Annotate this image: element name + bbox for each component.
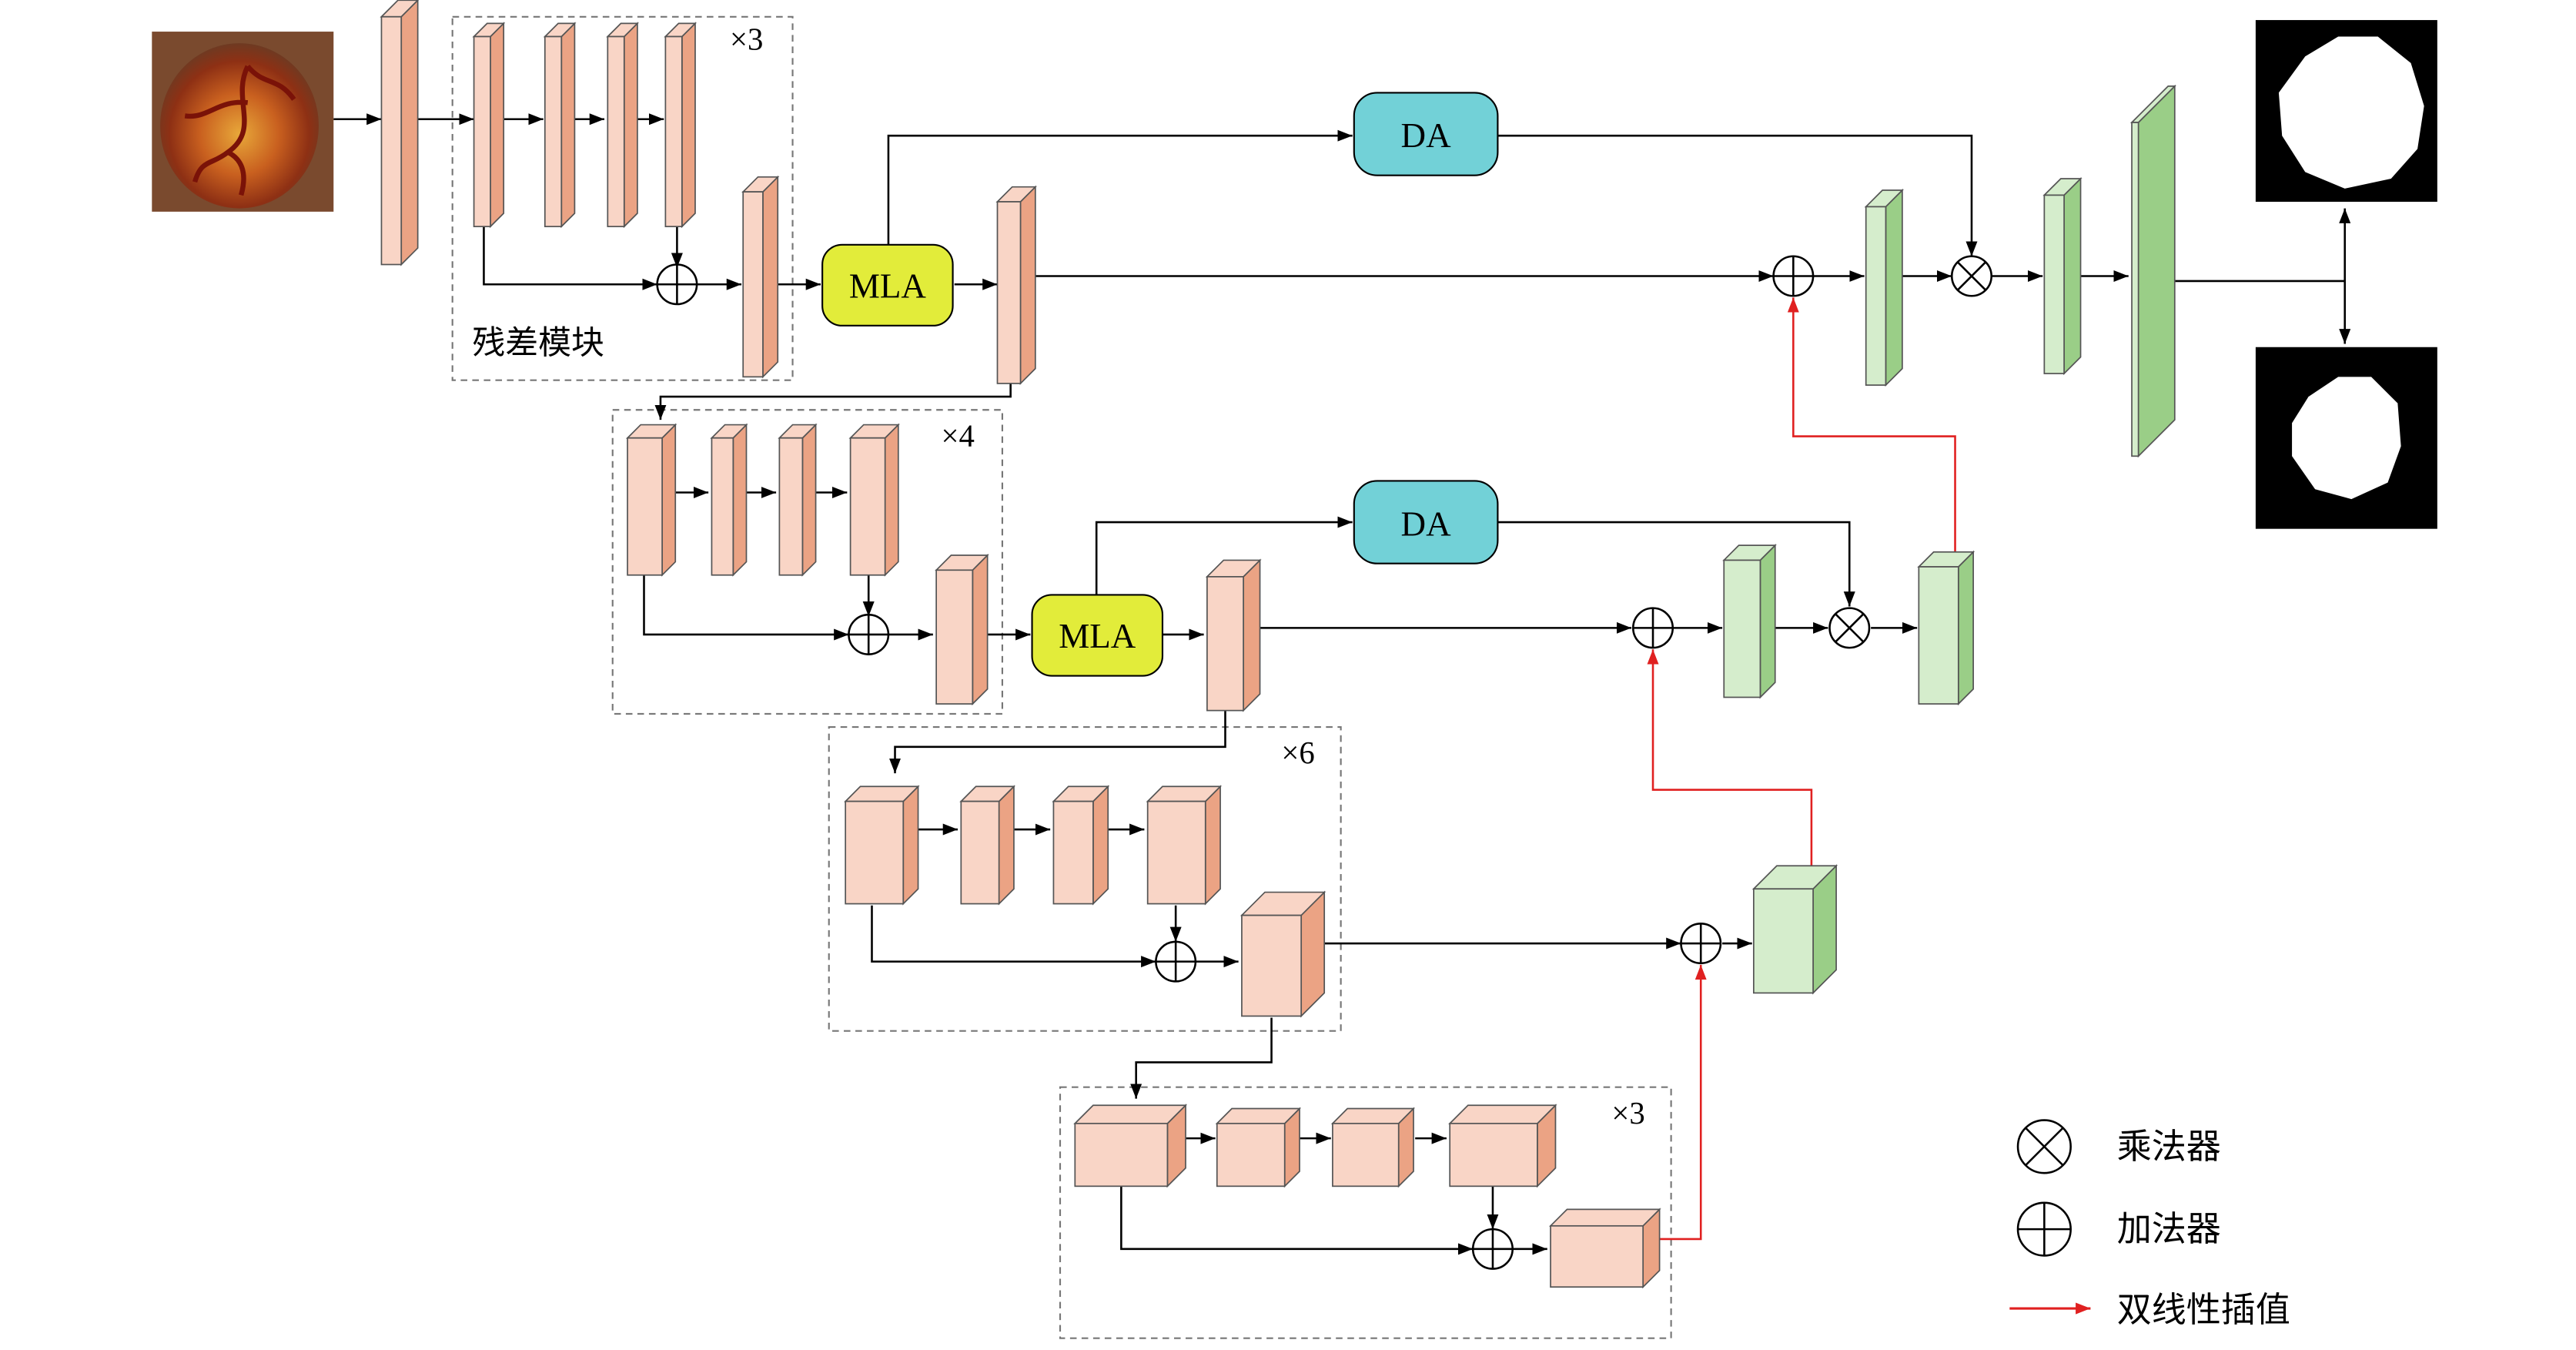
mla-module-2: MLA [1031,594,1164,677]
mla-module-1: MLA [821,243,954,327]
stage1-output-block [741,175,780,379]
stage3-block-a [844,785,920,906]
input-fundus-image [152,32,334,212]
legend-multiply-label: 乘法器 [2117,1126,2221,1167]
stage4-block-d [1448,1104,1557,1188]
legend-add-label: 加法器 [2117,1208,2221,1249]
decoder3-add [1680,923,1722,965]
stage4-output-block [1548,1208,1661,1289]
stage3-block-d [1146,785,1223,906]
stage4-repeat-label: ×3 [1611,1096,1644,1131]
legend-multiply-icon [2016,1119,2072,1174]
decoder1-head-block [2129,84,2176,458]
output-mask-top [2255,20,2437,202]
decoder2-block-b [1917,550,1975,706]
da-module-2: DA [1353,480,1499,564]
stage1-repeat-label: ×3 [730,22,763,57]
stage3-frame [828,725,1342,1032]
stage3-repeat-label: ×6 [1281,735,1314,770]
decoder1-block-b [2042,176,2083,376]
legend-add-icon [2016,1201,2072,1257]
stage3-block-c [1052,785,1110,906]
output-mask-bottom [2255,347,2437,529]
stage3-block-b [959,785,1016,906]
mla-label-2: MLA [1059,617,1136,655]
stage1-feature-block [995,185,1037,386]
connections [333,113,2351,1255]
stage1-block-d [664,22,698,229]
stage2-block-b [710,423,748,577]
decoder3-block [1751,864,1838,995]
decoder2-block-a [1722,544,1777,699]
stage4-block-c [1330,1107,1416,1188]
stage2-repeat-label: ×4 [942,418,975,453]
da-label-2: DA [1401,504,1452,543]
decoder1-add [1772,255,1815,297]
stage2-feature-block [1205,558,1262,712]
decoder1-multiply [1950,255,1993,297]
stage1-block-b [543,22,577,229]
stage4-block-a [1073,1104,1188,1188]
decoder2-add [1631,607,1674,649]
stage3-residual-add [1155,940,1197,983]
stage2-block-d [848,423,900,577]
stage4-block-b [1215,1107,1302,1188]
stage4-frame [1059,1086,1672,1339]
stage2-residual-add [848,613,890,655]
stage3-output-block [1239,890,1326,1018]
stage2-block-c [778,423,818,577]
bilinear-upsample-paths [1647,297,1956,1241]
decoder2-multiply [1828,607,1871,649]
legend: 乘法器 加法器 双线性插值 [2009,1119,2290,1330]
da-module-1: DA [1353,92,1499,176]
mla-label-1: MLA [849,266,927,305]
stem-block [380,0,420,266]
stage1-residual-add [656,263,698,306]
decoder1-block-a [1864,188,1904,387]
stage4-residual-add [1471,1228,1514,1270]
legend-upsample-label: 双线性插值 [2117,1289,2290,1330]
stage2-block-a [625,423,677,577]
residual-block-label: 残差模块 [472,323,604,362]
stage1-block-a [472,22,506,229]
stage2-output-block [935,553,989,706]
da-label-1: DA [1401,116,1452,155]
stage1-block-c [606,22,639,229]
